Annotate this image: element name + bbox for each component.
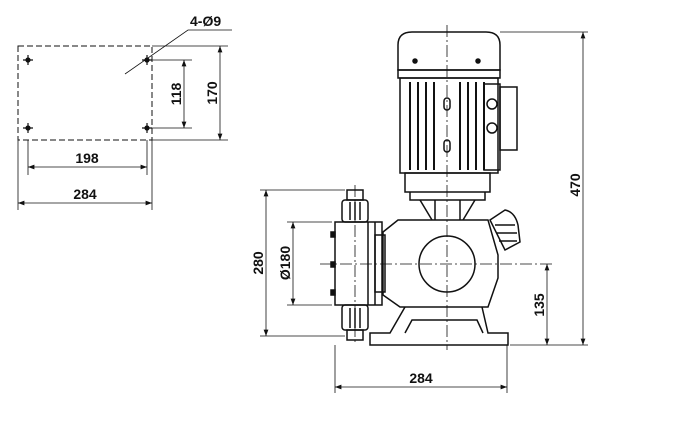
base-plate-outline bbox=[17, 45, 153, 141]
front-dimension-lines bbox=[260, 31, 588, 393]
dim-284-front: 284 bbox=[409, 370, 433, 386]
dim-170: 170 bbox=[204, 81, 220, 105]
pump-base bbox=[369, 306, 509, 346]
dim-135: 135 bbox=[531, 293, 547, 317]
dim-284-plan: 284 bbox=[73, 186, 97, 202]
plan-dimension-lines bbox=[17, 29, 232, 210]
dim-118: 118 bbox=[168, 82, 184, 105]
dim-diameter-180: Ø180 bbox=[277, 246, 293, 280]
hole-spec-label: 4-Ø9 bbox=[190, 13, 221, 29]
dim-470: 470 bbox=[567, 173, 583, 197]
mounting-holes bbox=[23, 55, 152, 133]
pump-head bbox=[330, 221, 383, 306]
dim-280: 280 bbox=[250, 251, 266, 275]
pump-body bbox=[374, 209, 521, 308]
center-lines bbox=[320, 25, 555, 350]
motor bbox=[397, 31, 518, 221]
dim-198: 198 bbox=[75, 150, 99, 166]
